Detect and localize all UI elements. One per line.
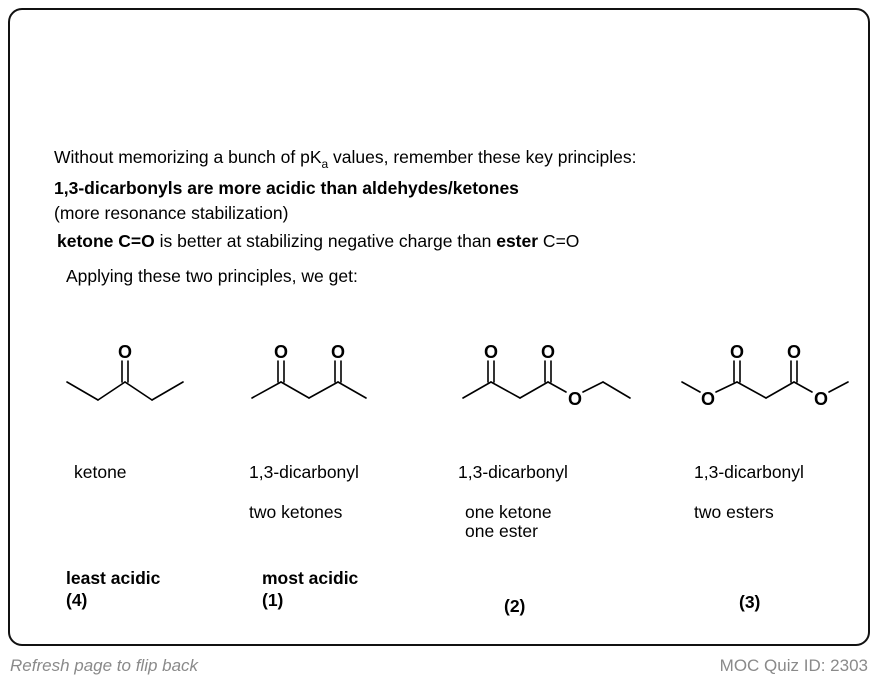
compound-4-type: 1,3-dicarbonyl (694, 462, 804, 482)
oxygen-atom: O (484, 342, 498, 362)
principle-2-bold-ester: ester (496, 231, 539, 251)
principle-2-text-end: C=O (538, 231, 580, 251)
oxygen-atom: O (787, 342, 801, 362)
pka-subscript: a (321, 157, 329, 171)
intro-text: Without memorizing a bunch of pKa values… (54, 147, 637, 171)
compound-4-rank: (3) (739, 592, 761, 612)
compound-3-desc-line1: one ketone (465, 502, 552, 522)
oxygen-atom: O (814, 389, 828, 409)
refresh-hint: Refresh page to flip back (10, 656, 199, 675)
compound-4-desc: two esters (694, 502, 774, 522)
compound-2-rank-label: most acidic (262, 568, 359, 588)
card[interactable] (8, 8, 870, 646)
principle-2-text: is better at stabilizing negative charge… (154, 231, 497, 251)
compound-3-desc-line2: one ester (465, 521, 538, 541)
compound-3-rank: (2) (504, 596, 526, 616)
oxygen-atom: O (331, 342, 345, 362)
compound-1-rank-label: least acidic (66, 568, 161, 588)
compound-2-desc: two ketones (249, 502, 343, 522)
compound-1-rank: (4) (66, 590, 88, 610)
principle-2-bold-ketone: ketone C=O (57, 231, 155, 251)
oxygen-atom: O (568, 389, 582, 409)
compound-2-type: 1,3-dicarbonyl (249, 462, 359, 482)
oxygen-atom: O (701, 389, 715, 409)
principle-2: ketone C=O is better at stabilizing nega… (57, 231, 579, 251)
oxygen-atom: O (274, 342, 288, 362)
compound-2-rank: (1) (262, 590, 284, 610)
intro-text-pre: Without memorizing a bunch of pK (54, 147, 322, 167)
compound-1-type: ketone (74, 462, 127, 482)
oxygen-atom: O (730, 342, 744, 362)
applying-text: Applying these two principles, we get: (66, 266, 358, 286)
compound-3-type: 1,3-dicarbonyl (458, 462, 568, 482)
oxygen-atom: O (541, 342, 555, 362)
principle-1: 1,3-dicarbonyls are more acidic than ald… (54, 178, 519, 198)
principle-1-note: (more resonance stabilization) (54, 203, 289, 223)
quiz-id: MOC Quiz ID: 2303 (719, 656, 868, 675)
intro-text-post: values, remember these key principles: (328, 147, 637, 167)
oxygen-atom: O (118, 342, 132, 362)
